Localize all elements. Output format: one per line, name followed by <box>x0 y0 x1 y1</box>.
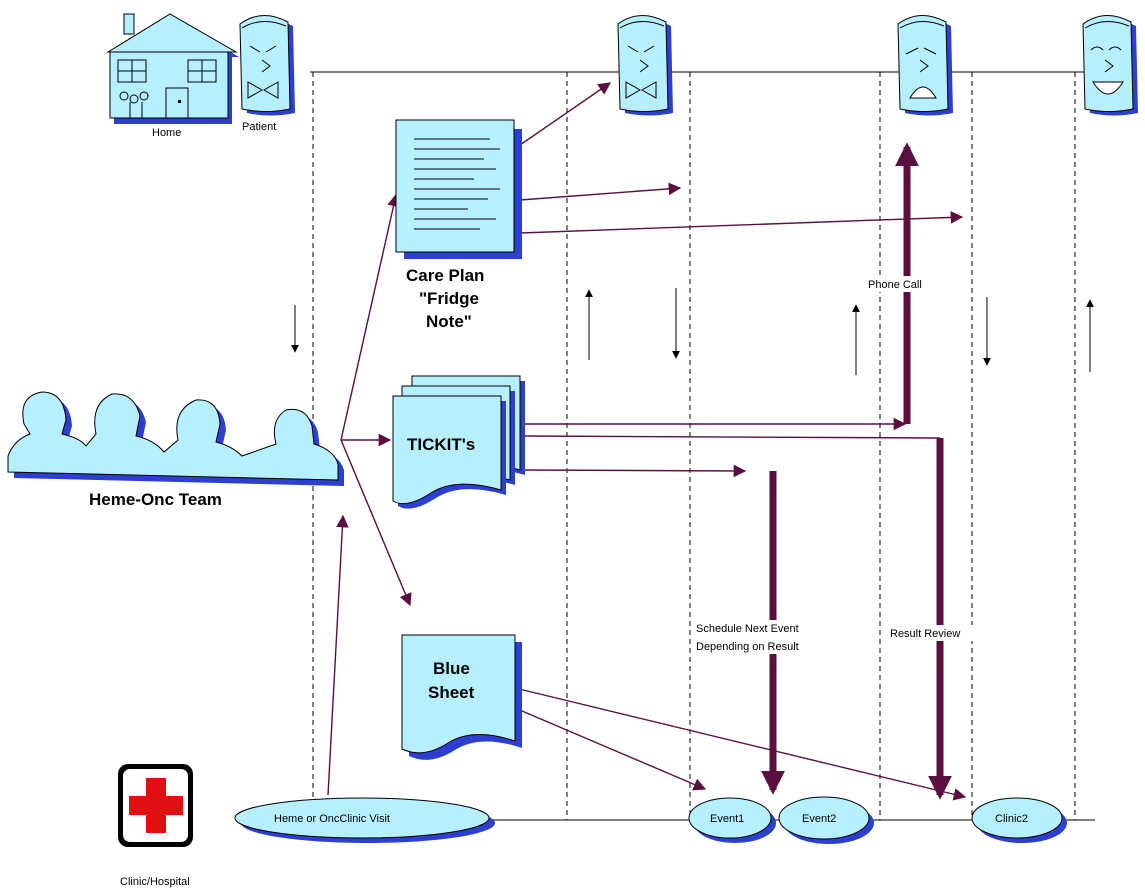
tickits-document-stack-icon <box>392 375 525 509</box>
patient-face-worried-icon <box>897 15 953 116</box>
schedule-label-1: Schedule Next Event <box>696 623 799 635</box>
care-plan-label-2: "Fridge <box>419 289 479 308</box>
schedule-label-2: Depending on Result <box>696 641 799 653</box>
team-label: Heme-Onc Team <box>89 490 222 509</box>
blue-sheet-label-1: Blue <box>433 659 470 678</box>
direction-arrows <box>291 288 1094 375</box>
tickits-label: TICKIT's <box>407 435 475 454</box>
care-plan-label-3: Note" <box>426 312 472 331</box>
blue-sheet-document-icon <box>401 634 522 760</box>
event2-node: Event2 <box>778 796 874 844</box>
event1-node: Event1 <box>688 797 776 843</box>
event2-label: Event2 <box>802 813 836 825</box>
clinic-hospital-icon <box>118 764 193 847</box>
clinic-visit-node: Heme or OncClinic Visit <box>234 797 495 843</box>
care-plan-label-1: Care Plan <box>406 266 484 285</box>
patient-face-1-icon <box>239 15 295 116</box>
patient-face-happy-icon <box>1082 15 1138 116</box>
phone-call-label: Phone Call <box>868 279 922 291</box>
clinic-hospital-label: Clinic/Hospital <box>120 876 190 888</box>
team-silhouette-icon <box>7 391 344 486</box>
thick-arrows <box>761 142 952 800</box>
house-icon <box>106 13 239 124</box>
patient-label: Patient <box>242 121 276 133</box>
clinic-visit-label: Heme or OncClinic Visit <box>274 813 390 825</box>
event1-label: Event1 <box>710 813 744 825</box>
clinic2-node: Clinic2 <box>971 797 1067 843</box>
care-plan-document-icon <box>395 119 522 259</box>
clinic2-label: Clinic2 <box>995 813 1028 825</box>
result-review-label: Result Review <box>890 628 960 640</box>
flow-arrows <box>327 82 967 801</box>
patient-face-2-icon <box>617 15 673 116</box>
blue-sheet-label-2: Sheet <box>428 683 475 702</box>
home-label: Home <box>152 127 181 139</box>
